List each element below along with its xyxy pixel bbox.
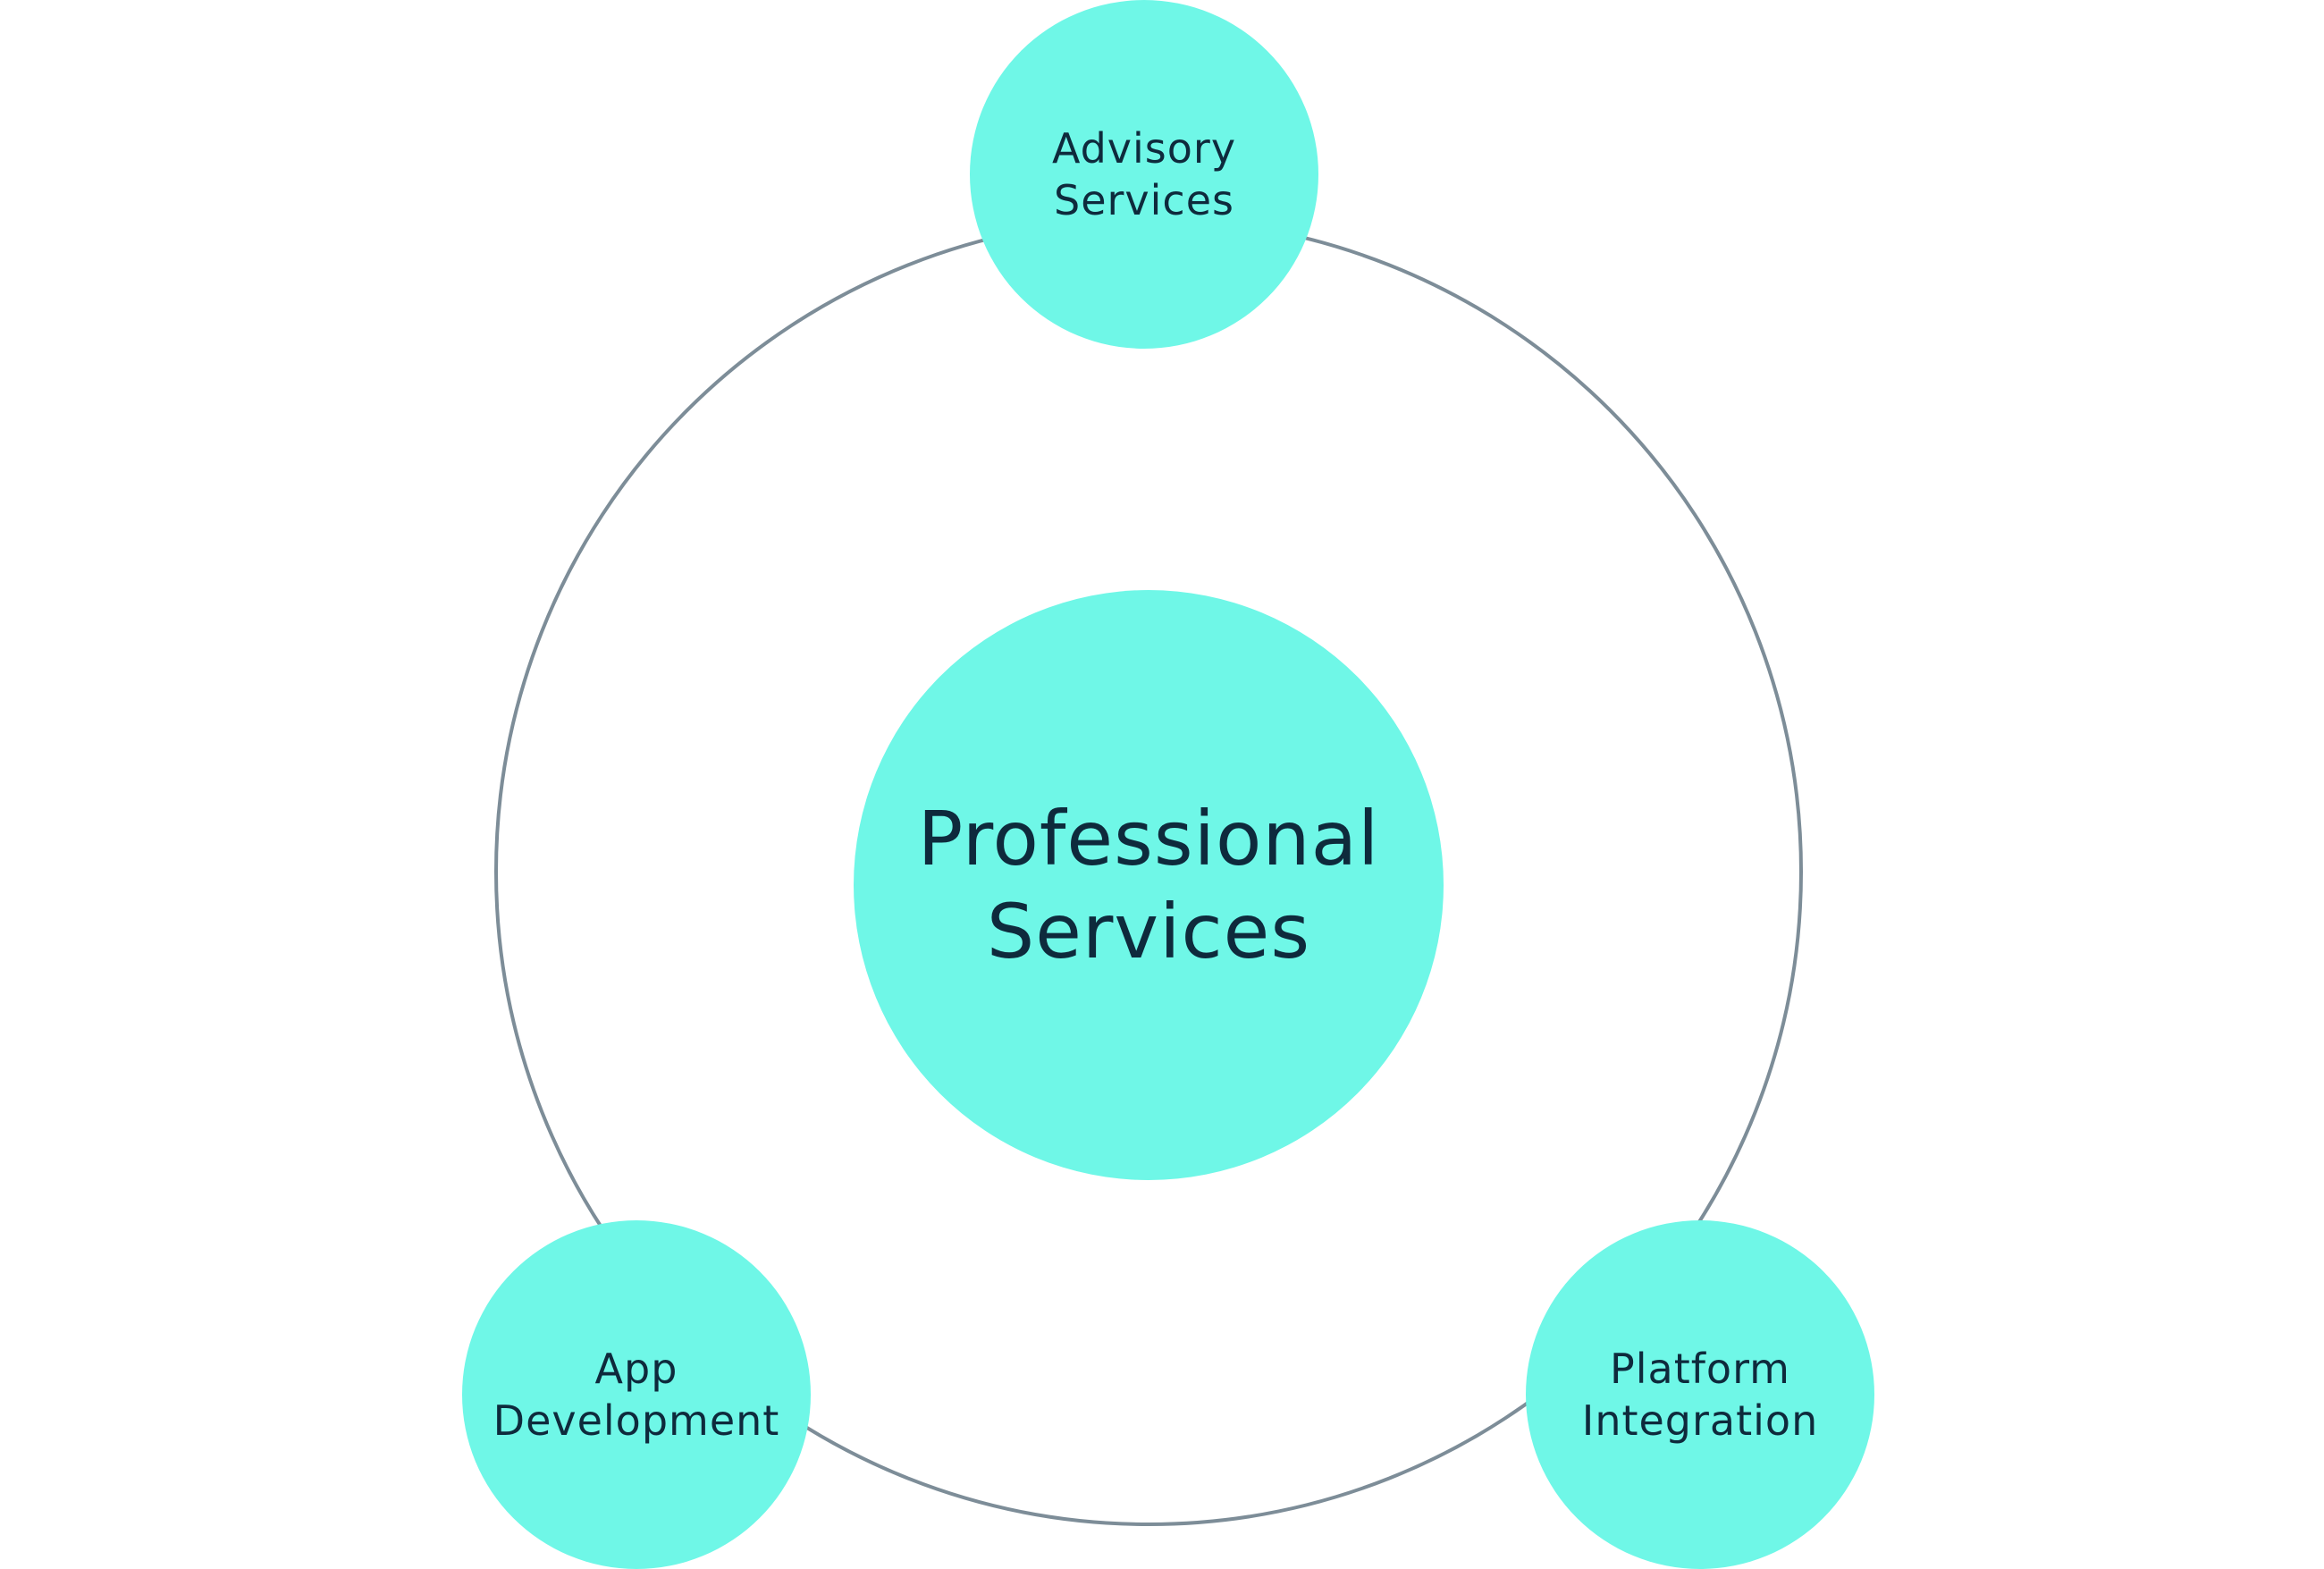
node-advisory-services: Advisory Services xyxy=(970,0,1318,349)
node-platform-integration-label: Platform Integration xyxy=(1581,1345,1819,1445)
node-app-development-label: App Development xyxy=(493,1345,780,1445)
node-app-development: App Development xyxy=(462,1220,811,1569)
center-node-professional-services: Professional Services xyxy=(854,590,1444,1180)
node-platform-integration: Platform Integration xyxy=(1526,1220,1874,1569)
center-node-label: Professional Services xyxy=(917,795,1380,975)
node-advisory-services-label: Advisory Services xyxy=(1051,124,1237,224)
